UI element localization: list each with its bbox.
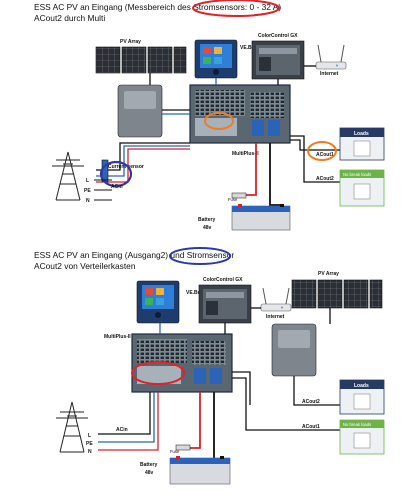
bottom-colorcontrol-gx <box>198 284 252 324</box>
top-colorcontrol-label: ColorControl GX <box>258 33 298 39</box>
top-pv-inverter <box>117 84 163 138</box>
bottom-acout1-label: ACout1 <box>302 424 320 430</box>
bottom-pv-array <box>291 279 383 309</box>
bottom-vebus-label: VE.Bus <box>186 290 204 296</box>
top-wiring <box>96 65 340 206</box>
top-acin-label: ACin <box>111 184 123 190</box>
top-internet-label: Internet <box>320 71 339 77</box>
bottom-pv-array-label: PV Array <box>318 271 339 277</box>
bottom-no-break-label: No break loads <box>343 422 371 427</box>
top-loads-box <box>339 127 385 161</box>
bottom-battery-voltage: 48v <box>145 470 154 476</box>
bottom-subtitle: ACout2 von Verteilerkasten <box>34 261 136 271</box>
top-fuse <box>231 192 247 199</box>
bottom-grid-pylon-icon <box>56 401 88 453</box>
top-acout1-orange-highlight <box>307 141 337 161</box>
top-diagram: ESS AC PV an Eingang (Messbereich des St… <box>34 0 385 231</box>
top-vebus-label: VE.Bus <box>240 45 258 51</box>
top-battery-label: Battery <box>198 217 215 223</box>
bottom-acout2-label: ACout2 <box>302 399 320 405</box>
bottom-title: ESS AC PV an Eingang (Ausgang2) und Stro… <box>34 250 234 260</box>
top-acout1-label: ACout1 <box>316 152 334 158</box>
bottom-diagram: ESS AC PV an Eingang (Ausgang2) und Stro… <box>34 247 385 485</box>
bottom-router-icon <box>260 287 292 312</box>
bottom-n-label: N <box>88 449 92 455</box>
top-acout2-label: ACout2 <box>316 176 334 182</box>
bottom-title-blue-highlight <box>169 247 231 265</box>
top-multiplus-label: MultiPlus-II <box>232 151 259 157</box>
bottom-terminal-red-highlight <box>131 361 185 385</box>
top-fuse-label: Fuse <box>228 197 238 202</box>
top-vebus-display <box>194 39 238 79</box>
bottom-loads-box <box>339 379 385 415</box>
top-pv-array <box>95 46 187 74</box>
top-battery <box>231 204 291 231</box>
bottom-multiplus-label: MultiPlus-II <box>104 334 131 340</box>
bottom-vebus-display <box>136 280 180 324</box>
top-current-sensor-label: Current sensor <box>108 164 144 170</box>
top-l-label: L <box>86 178 89 184</box>
top-sensor-blue-highlight <box>99 160 133 188</box>
top-battery-voltage: 48v <box>203 225 212 231</box>
top-colorcontrol-gx <box>251 40 305 80</box>
top-pv-array-label: PV Array <box>120 39 141 45</box>
top-pe-label: PE <box>84 188 91 194</box>
bottom-l-label: L <box>88 433 91 439</box>
bottom-battery <box>169 456 231 485</box>
top-grid-pylon-icon <box>52 151 84 201</box>
top-loads-label: Loads <box>354 131 369 137</box>
bottom-battery-label: Battery <box>140 462 157 468</box>
top-multiplus <box>189 84 291 144</box>
bottom-fuse-label: Fuse <box>170 449 180 454</box>
top-router-icon <box>315 44 347 70</box>
top-title: ESS AC PV an Eingang (Messbereich des St… <box>34 2 281 12</box>
bottom-no-break-loads-box <box>339 419 385 455</box>
top-subtitle: ACout2 durch Multi <box>34 13 105 23</box>
bottom-fuse <box>175 444 191 451</box>
bottom-pe-label: PE <box>86 441 93 447</box>
bottom-acin-label: ACin <box>116 427 128 433</box>
bottom-loads-label: Loads <box>354 383 369 389</box>
top-title-red-highlight <box>192 0 280 17</box>
top-no-break-loads-box <box>339 169 385 207</box>
top-grid-feed-wires <box>94 179 112 201</box>
top-n-label: N <box>86 198 90 204</box>
top-terminal-orange-highlight <box>204 112 234 130</box>
bottom-internet-label: Internet <box>266 314 285 320</box>
bottom-pv-inverter <box>271 323 317 377</box>
bottom-colorcontrol-label: ColorControl GX <box>203 277 243 283</box>
top-no-break-label: No break loads <box>343 172 371 177</box>
